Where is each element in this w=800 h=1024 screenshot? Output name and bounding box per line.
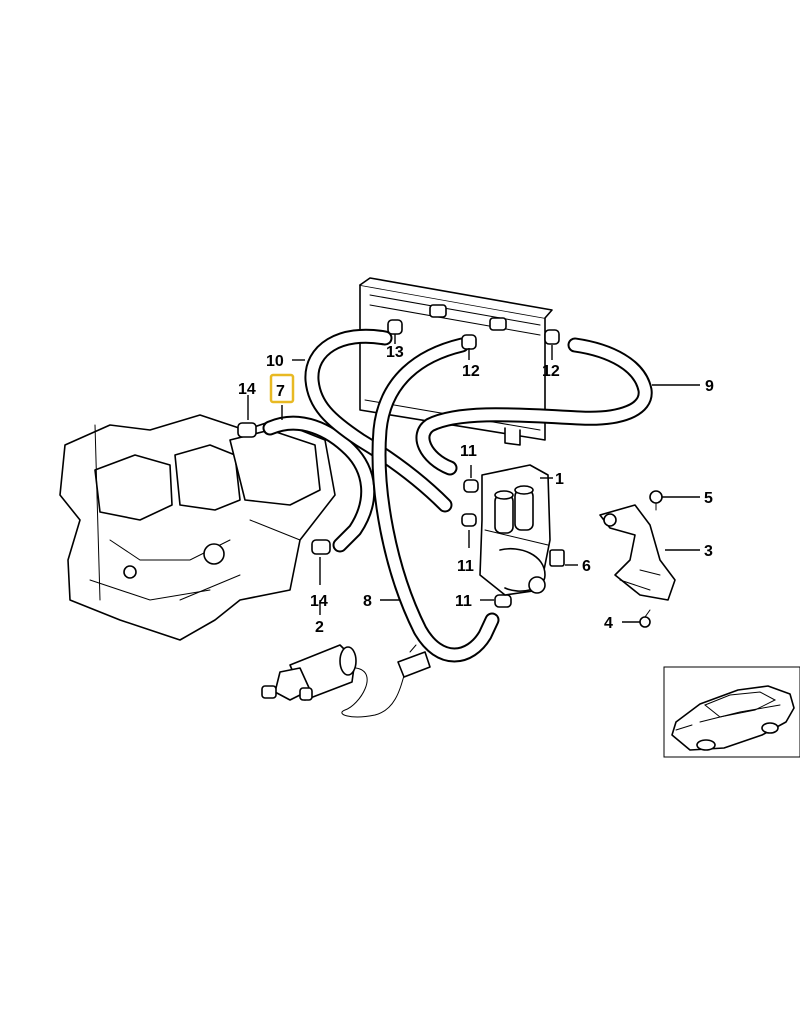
part-label-13[interactable]: 13 bbox=[386, 344, 404, 361]
hoses bbox=[262, 328, 653, 663]
part-label-12-left[interactable]: 12 bbox=[462, 363, 480, 380]
car-silhouette-icon bbox=[663, 666, 800, 758]
part-label-5[interactable]: 5 bbox=[704, 490, 713, 507]
clamps bbox=[237, 319, 560, 608]
part-label-12-right[interactable]: 12 bbox=[542, 363, 560, 380]
part-label-2[interactable]: 2 bbox=[315, 619, 324, 636]
part-label-11-upper[interactable]: 11 bbox=[460, 443, 477, 460]
part-label-10[interactable]: 10 bbox=[266, 353, 284, 370]
part-7-highlight-box bbox=[269, 373, 295, 404]
part-label-7[interactable]: 7 bbox=[276, 383, 285, 400]
part-label-14-lower[interactable]: 14 bbox=[310, 593, 328, 610]
heater-valve bbox=[479, 464, 551, 596]
part-label-11-middle[interactable]: 11 bbox=[457, 558, 474, 575]
part-label-1[interactable]: 1 bbox=[555, 471, 564, 488]
part-label-8[interactable]: 8 bbox=[363, 593, 372, 610]
part-label-6[interactable]: 6 bbox=[582, 558, 591, 575]
leader-lines bbox=[247, 334, 700, 623]
part-label-9[interactable]: 9 bbox=[705, 378, 714, 395]
part-label-4[interactable]: 4 bbox=[604, 615, 613, 632]
part-label-14-upper[interactable]: 14 bbox=[238, 381, 256, 398]
bracket bbox=[549, 504, 676, 601]
part-labels: 1 2 3 4 5 6 7 8 9 10 11 11 11 12 12 13 1… bbox=[238, 344, 714, 636]
radiator bbox=[359, 277, 553, 446]
part-label-3[interactable]: 3 bbox=[704, 543, 713, 560]
part-label-11-lower[interactable]: 11 bbox=[455, 593, 472, 610]
engine-block bbox=[59, 414, 336, 641]
water-pump bbox=[261, 644, 431, 718]
